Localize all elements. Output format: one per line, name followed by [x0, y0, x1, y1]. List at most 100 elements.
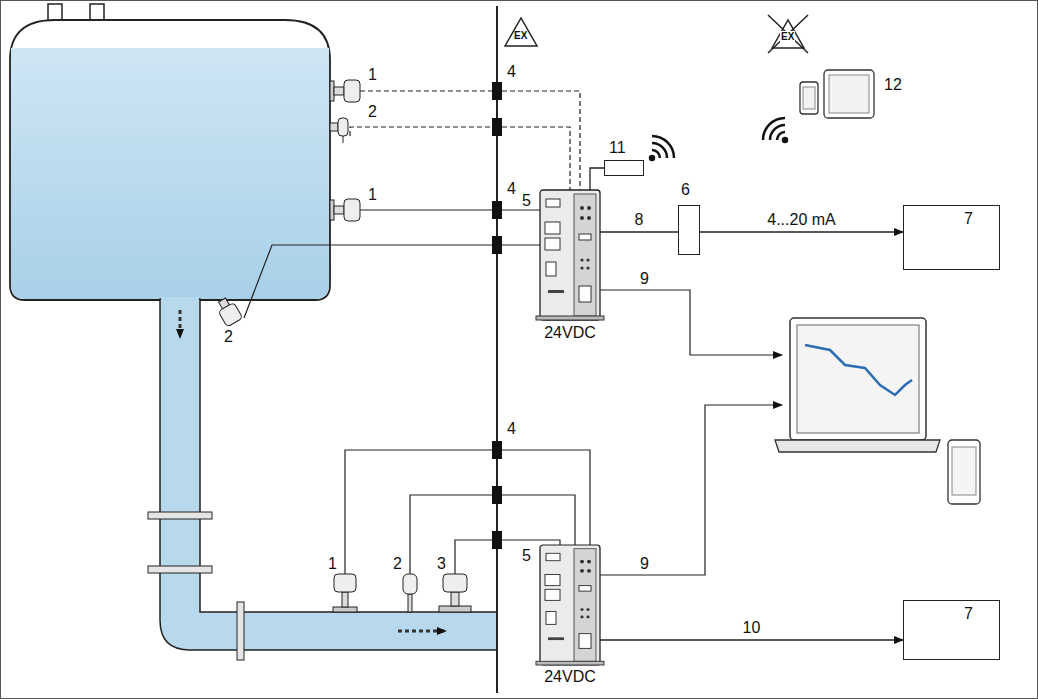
- drawing-part: [768, 15, 808, 53]
- drawing-part: [797, 325, 919, 433]
- signal-line: [600, 639, 903, 640]
- control-system-box: 7: [903, 600, 1000, 660]
- ex-zone-mark: EX: [780, 31, 795, 43]
- drawing-part: [492, 486, 502, 504]
- drawing-part: [952, 447, 976, 495]
- drawing-part: [777, 132, 785, 140]
- drawing-part: [330, 199, 360, 221]
- drawing-part: [410, 495, 492, 574]
- drawing-part: [237, 602, 244, 660]
- drawing-part: [179, 310, 182, 338]
- drawing-part: [350, 127, 492, 136]
- drawing-part: [439, 574, 471, 612]
- drawing-part: [214, 296, 243, 328]
- drawing-part: [768, 15, 808, 53]
- drawing-part: [330, 80, 360, 102]
- drawing-part: [403, 574, 417, 594]
- drawing-part: [502, 244, 540, 245]
- drawing-part: [652, 143, 667, 158]
- drawing-part: [650, 136, 674, 160]
- gateway-device: 524VDC: [540, 190, 600, 320]
- callout-number: 4: [507, 420, 516, 438]
- callout-number: 3: [437, 555, 446, 573]
- drawing-part: [360, 209, 492, 210]
- callout-number: 2: [224, 328, 233, 346]
- drawing-part: [244, 245, 492, 318]
- signal-line: [700, 231, 903, 232]
- signal-label: 4...20 mA: [767, 211, 835, 229]
- drawing-part: [502, 209, 540, 210]
- drawing-part: [652, 150, 660, 158]
- drawing-part: [492, 531, 502, 549]
- signal-line: [600, 231, 678, 232]
- drawing-part: [443, 574, 467, 592]
- drawing-part: [333, 607, 357, 612]
- drawing-part: [763, 118, 785, 140]
- drawing-part: [218, 302, 243, 327]
- drawing-part: [496, 6, 498, 693]
- callout-number: 12: [884, 76, 902, 94]
- drawing-part: [650, 156, 654, 160]
- drawing-part: [148, 512, 212, 519]
- drawing-part: [652, 136, 674, 158]
- drawing-part: [829, 75, 869, 113]
- drawing-part: [10, 20, 330, 300]
- drawing-part: [333, 574, 357, 612]
- callout-number: 1: [368, 66, 377, 84]
- supply-voltage: 24VDC: [544, 324, 596, 342]
- control-system-box: 7: [903, 205, 1000, 270]
- callout-number: 4: [507, 180, 516, 198]
- radio-module: 11: [604, 160, 644, 176]
- drawing-part: [505, 18, 537, 46]
- callout-number: 1: [368, 186, 377, 204]
- ex-zone-mark: EX: [514, 30, 527, 42]
- drawing-part: [763, 118, 787, 142]
- drawing-part: [600, 405, 782, 575]
- gateway-device: 524VDC: [540, 545, 600, 665]
- drawing-part: [775, 440, 940, 452]
- drawing-part: [805, 345, 912, 395]
- drawing-part: [439, 606, 471, 612]
- callout-number: 9: [640, 555, 649, 573]
- drawing-part: [360, 90, 492, 91]
- callout-number: 7: [964, 605, 973, 623]
- callout-number: 2: [393, 555, 402, 573]
- callout-number: 1: [328, 555, 337, 573]
- signal-converter: 6: [678, 205, 700, 255]
- drawing-part: [502, 495, 575, 545]
- drawing-part: [803, 87, 815, 109]
- drawing-part: [536, 190, 604, 320]
- drawing-part: [492, 201, 502, 219]
- drawing-part: [342, 592, 348, 607]
- drawing-part: [403, 574, 417, 612]
- supply-voltage: 24VDC: [544, 668, 596, 686]
- drawing-part: [800, 82, 818, 114]
- drawing-part: [408, 594, 412, 612]
- drawing-part: [345, 450, 492, 574]
- drawing-part: [11, 48, 329, 299]
- callout-number: 7: [964, 210, 973, 228]
- callout-number: 9: [640, 270, 649, 288]
- drawing-part: [148, 566, 212, 573]
- drawing-part: [502, 450, 590, 545]
- drawing-part: [536, 545, 604, 665]
- drawing-part: [770, 125, 785, 140]
- drawing-part: [244, 91, 782, 575]
- drawing-part: [492, 236, 502, 254]
- callout-number: 6: [681, 181, 690, 199]
- drawing-part: [948, 440, 980, 504]
- drawing-part: [783, 138, 787, 142]
- drawing-part: [824, 70, 874, 118]
- callout-number: 5: [522, 547, 531, 565]
- drawing-part: [790, 318, 926, 440]
- drawing-part: [451, 592, 459, 606]
- drawing-part: [502, 91, 580, 190]
- drawing-part: [330, 118, 348, 143]
- drawing-part: [338, 118, 348, 136]
- drawing-part: [600, 290, 782, 355]
- callout-number: 2: [368, 103, 377, 121]
- drawing-part: [492, 82, 502, 100]
